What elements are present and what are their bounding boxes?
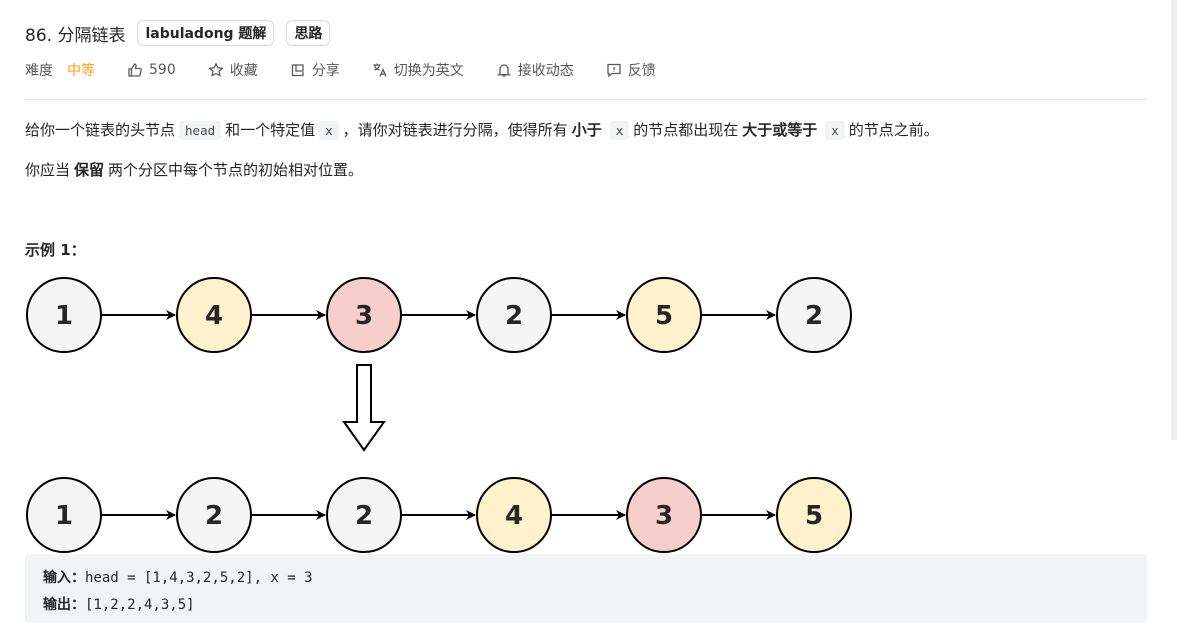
example-code-block: 输入：head = [1,4,3,2,5,2], x = 3 输出：[1,2,2… [25,554,1147,623]
list-node [176,277,252,353]
difficulty-value: 中等 [67,63,95,79]
meta-row: 难度 中等 590 收藏 分享 切换为英文 [25,60,688,80]
output-value: [1,2,2,4,3,5] [85,597,195,613]
list-node-value: 4 [505,501,523,531]
list-node [776,477,852,553]
text-segment: 和一个特定值 [225,121,316,139]
example-title: 示例 1： [25,241,86,259]
favorite-button[interactable]: 收藏 [208,60,258,80]
divider [25,99,1147,100]
list-node [476,477,552,553]
title-row: 86. 分隔链表 labuladong 题解 思路 [25,20,331,46]
feedback-label: 反馈 [627,63,656,79]
list-node [326,277,402,353]
problem-title[interactable]: 86. 分隔链表 [25,25,126,46]
list-node [26,277,102,353]
output-label: 输出： [43,597,85,613]
list-node [626,477,702,553]
notification-label: 接收动态 [517,63,574,79]
description-paragraph-2: 你应当保留两个分区中每个节点的初始相对位置。 [25,159,363,180]
switch-language-label: 切换为英文 [393,63,464,79]
input-label: 输入： [43,570,85,586]
text-segment: ，请你对链表进行分隔，使得所有 [342,121,568,139]
like-count: 590 [149,62,176,78]
linked-list-diagram: 1 4 3 2 5 2 1 2 2 4 3 5 [26,277,852,553]
text-segment: 两个分区中每个节点的初始相对位置。 [108,161,364,179]
list-node [776,277,852,353]
inline-code-head: head [179,121,222,140]
list-node [476,277,552,353]
like-button[interactable]: 590 [127,62,176,78]
inline-code-x: x [609,121,630,140]
tag-hint[interactable]: 思路 [286,20,331,46]
list-node-value: 1 [55,301,73,331]
input-value: head = [1,4,3,2,5,2], x = 3 [85,570,313,586]
thumbs-up-icon [128,63,142,77]
list-node-value: 4 [205,301,223,331]
star-icon [208,62,224,77]
list-after: 1 2 2 4 3 5 [26,477,852,553]
list-node [176,477,252,553]
bold-text: 小于 [571,121,602,139]
inline-code-x: x [825,121,845,140]
list-node-value: 1 [55,501,73,531]
list-node-value: 5 [655,301,673,331]
list-node-value: 2 [505,301,523,331]
input-line: 输入：head = [1,4,3,2,5,2], x = 3 [43,567,313,587]
text-segment: 你应当 [25,161,71,179]
scrollbar[interactable] [1171,0,1177,440]
share-label: 分享 [311,63,340,79]
list-node-value: 2 [355,501,373,531]
bell-icon [496,64,511,77]
list-node-value: 2 [805,301,823,331]
difficulty-label: 难度 [25,63,53,79]
list-node [326,477,402,553]
list-node-value: 5 [805,501,823,531]
bold-text: 大于或等于 [742,121,818,139]
share-button[interactable]: 分享 [290,60,340,80]
list-node [26,477,102,553]
output-line: 输出：[1,2,2,4,3,5] [43,594,195,614]
bold-text: 保留 [74,161,105,179]
feedback-icon [607,63,621,78]
notification-button[interactable]: 接收动态 [496,60,574,80]
list-node-value: 2 [205,501,223,531]
list-node [626,277,702,353]
tag-labuladong[interactable]: labuladong 题解 [137,20,275,46]
down-arrow-icon [342,364,386,452]
text-segment: 的节点之前。 [848,121,939,139]
list-node-value: 3 [355,301,373,331]
translate-icon [373,63,387,77]
inline-code-x: x [319,121,339,140]
list-node-value: 3 [655,501,673,531]
switch-language-button[interactable]: 切换为英文 [372,60,464,80]
favorite-label: 收藏 [229,63,258,79]
text-segment: 给你一个链表的头节点 [25,121,176,139]
feedback-button[interactable]: 反馈 [606,60,656,80]
text-segment: 的节点都出现在 [633,121,739,139]
list-before: 1 4 3 2 5 2 [26,277,852,353]
share-icon [291,64,304,77]
